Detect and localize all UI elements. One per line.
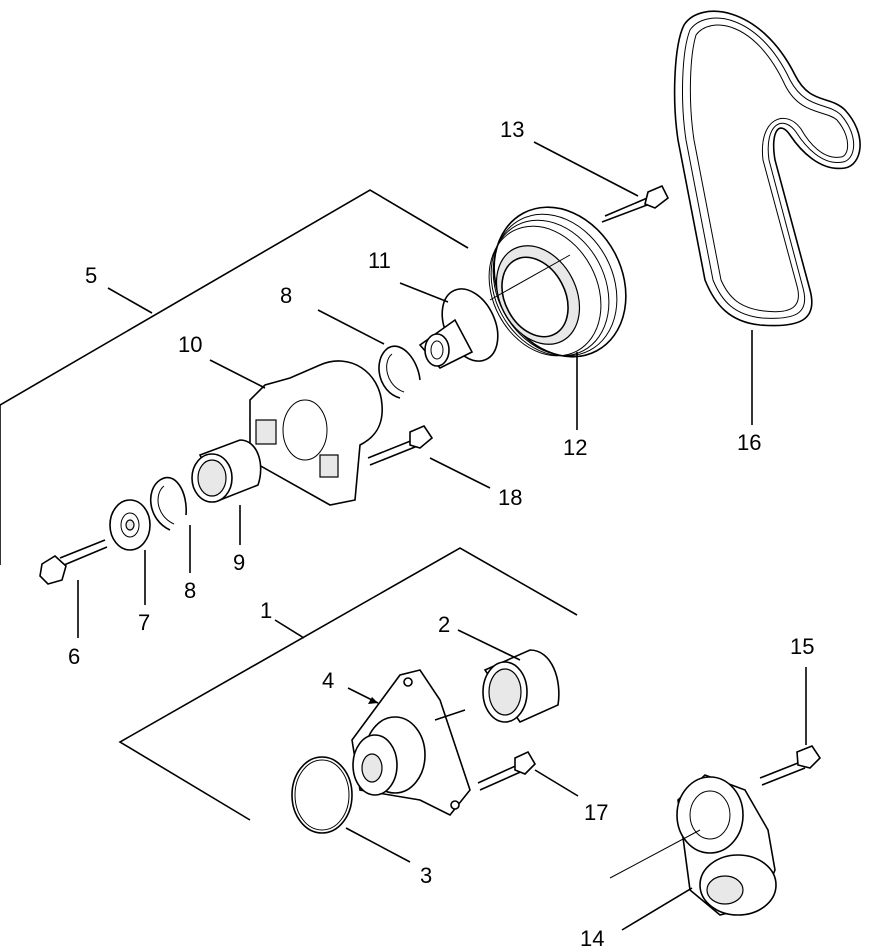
- callout-4: 4: [322, 668, 334, 693]
- callout-8-upper: 8: [280, 283, 292, 308]
- callout-16: 16: [737, 430, 761, 455]
- bolt-part-18: [367, 425, 434, 466]
- snap-ring-part-8-upper: [378, 345, 421, 399]
- callout-18: 18: [498, 485, 522, 510]
- callout-13: 13: [500, 117, 524, 142]
- tensioner-part-14: [609, 774, 777, 916]
- callout-labels: 5 13 11 8 10 12 16 18 9 8 7 6 1 2 4 17 3…: [68, 117, 814, 951]
- callout-10: 10: [178, 332, 202, 357]
- callout-9: 9: [233, 550, 245, 575]
- bolt-part-6: [39, 539, 108, 585]
- callout-11: 11: [368, 248, 391, 273]
- washer-part-7: [109, 499, 151, 551]
- callout-3: 3: [420, 863, 432, 888]
- pulley-part-2: [482, 649, 560, 724]
- o-ring-part-3: [291, 756, 353, 834]
- bolt-part-17: [477, 750, 537, 791]
- snap-ring-part-8-lower: [149, 476, 187, 531]
- bolt-part-15: [759, 745, 822, 786]
- callout-7: 7: [138, 610, 150, 635]
- callout-15: 15: [790, 634, 814, 659]
- leader-lines: [77, 141, 807, 931]
- callout-2: 2: [438, 612, 450, 637]
- callout-6: 6: [68, 644, 80, 669]
- callout-14: 14: [580, 926, 604, 951]
- bearing-part-9: [191, 439, 262, 503]
- callout-17: 17: [584, 800, 608, 825]
- hub-part-11: [418, 254, 571, 369]
- assembly-bracket-5: [0, 189, 469, 565]
- belt-part-16: [673, 10, 861, 327]
- assembly-bracket-1: [118, 547, 578, 821]
- water-pump-part-4: [351, 669, 471, 817]
- housing-part-10: [249, 360, 383, 506]
- callout-8-lower: 8: [184, 578, 196, 603]
- callout-1: 1: [260, 598, 272, 623]
- pulley-part-12: [488, 206, 627, 358]
- callout-5: 5: [85, 263, 97, 288]
- bolt-part-13: [601, 184, 670, 223]
- callout-12: 12: [563, 435, 587, 460]
- arrowhead-part-4: [368, 697, 378, 704]
